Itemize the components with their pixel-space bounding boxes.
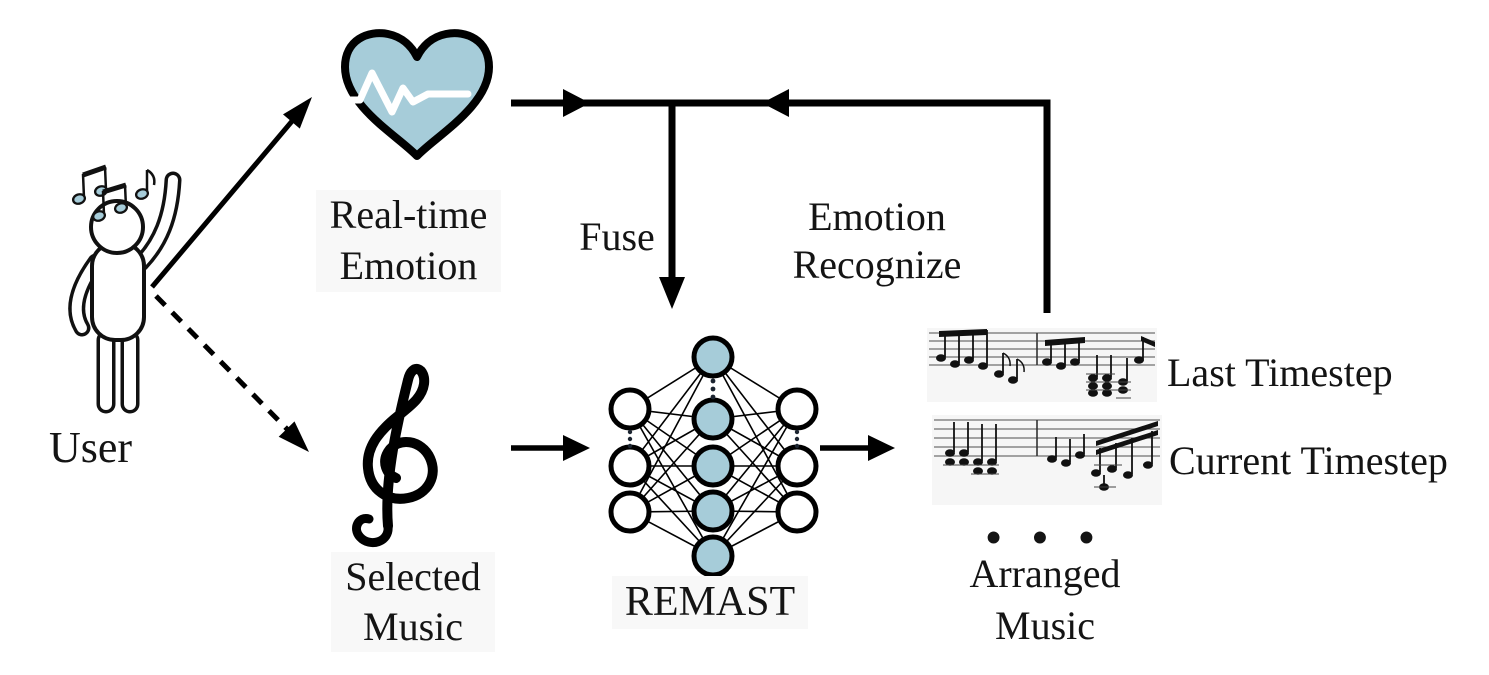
remast-label: REMAST [612, 576, 808, 630]
network-node [775, 387, 819, 431]
heart-ekg-icon [336, 29, 493, 160]
user-figure-icon [68, 171, 182, 414]
selected-music-line2: Music [363, 604, 463, 649]
feedback-line [564, 89, 1051, 313]
realtime-emotion-line2: Emotion [339, 242, 478, 288]
realtime-emotion-label: Real-time Emotion [316, 190, 501, 292]
emotion-recognize-line2: Recognize [792, 242, 962, 287]
network-node [691, 444, 735, 488]
user-label: User [48, 423, 133, 472]
network-node [691, 335, 735, 379]
network-ellipsis-dots [627, 378, 800, 449]
selected-music-label: Selected Music [331, 552, 495, 652]
emotion-recognize-label: Emotion Recognize [786, 193, 968, 289]
arrow-user-to-heart [150, 97, 312, 289]
arrow-fuse-down [659, 103, 685, 309]
emotion-recognize-line1: Emotion [808, 194, 946, 239]
network-node [691, 534, 735, 578]
network-node [691, 397, 735, 441]
arranged-music-line1: Arranged [969, 551, 1121, 596]
fuse-label: Fuse [579, 214, 655, 259]
arrow-user-to-music-dashed [154, 294, 309, 452]
arrow-music-to-remast [511, 435, 590, 461]
arranged-music-label: Arranged Music [955, 548, 1135, 652]
timestep-ellipsis: • • • [985, 513, 1105, 562]
treble-clef-icon [352, 364, 438, 548]
arrow-remast-to-output [820, 435, 895, 461]
network-node [608, 490, 652, 534]
music-notes-icon [71, 164, 156, 222]
network-node [608, 387, 652, 431]
network-node [775, 444, 819, 488]
realtime-emotion-line1: Real-time [329, 192, 488, 237]
sheet-music-current-icon [932, 415, 1162, 505]
network-node [608, 444, 652, 488]
sheet-music-last-icon [927, 328, 1157, 402]
current-timestep-label: Current Timestep [1169, 438, 1448, 483]
neural-network-icon [608, 335, 819, 578]
network-node [775, 490, 819, 534]
selected-music-line1: Selected [345, 554, 481, 599]
last-timestep-label: Last Timestep [1167, 350, 1393, 395]
network-node [691, 489, 735, 533]
arranged-music-line2: Music [995, 603, 1095, 648]
